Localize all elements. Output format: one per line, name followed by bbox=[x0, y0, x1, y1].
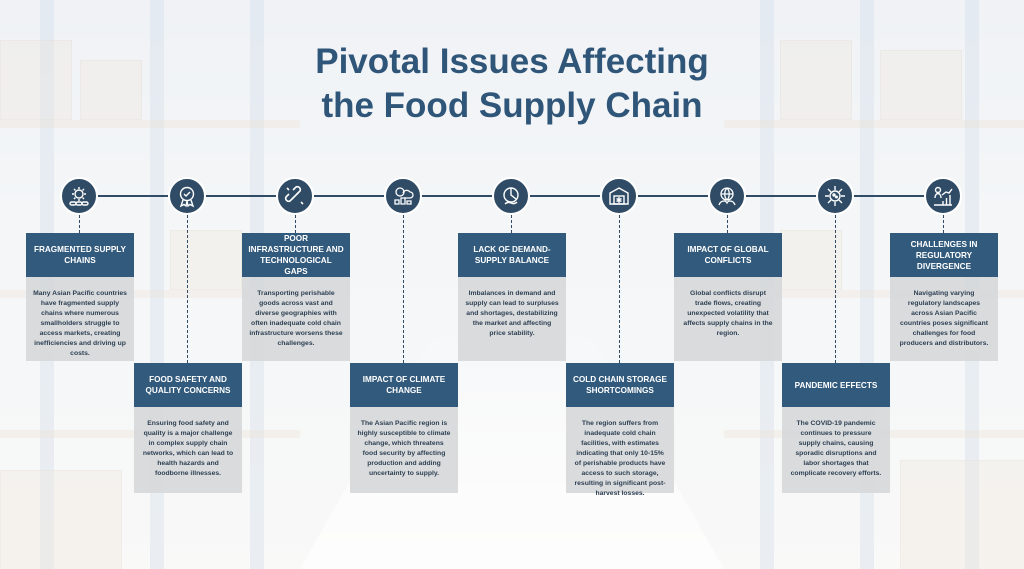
issue-card-8: PANDEMIC EFFECTS The COVID-19 pandemic c… bbox=[782, 363, 890, 493]
card-text: The Asian Pacific region is highly susce… bbox=[350, 407, 458, 493]
regulation-chart-icon bbox=[924, 177, 962, 215]
stem-6 bbox=[619, 215, 620, 363]
card-heading: COLD CHAIN STORAGE SHORTCOMINGS bbox=[566, 363, 674, 407]
card-heading: POOR INFRASTRUCTURE AND TECHNOLOGICAL GA… bbox=[242, 233, 350, 277]
quality-badge-icon bbox=[168, 177, 206, 215]
card-text: Global conflicts disrupt trade flows, cr… bbox=[674, 277, 782, 361]
card-text: Transporting perishable goods across vas… bbox=[242, 277, 350, 361]
issue-card-9: CHALLENGES IN REGULATORY DIVERGENCE Navi… bbox=[890, 233, 998, 361]
issue-card-2: FOOD SAFETY AND QUALITY CONCERNS Ensurin… bbox=[134, 363, 242, 493]
stem-5 bbox=[511, 215, 512, 233]
issue-card-4: IMPACT OF CLIMATE CHANGE The Asian Pacif… bbox=[350, 363, 458, 493]
cold-storage-icon bbox=[600, 177, 638, 215]
stem-1 bbox=[79, 215, 80, 233]
stem-8 bbox=[835, 215, 836, 363]
globe-conflict-icon bbox=[708, 177, 746, 215]
title-line-1: Pivotal Issues Affecting bbox=[315, 42, 709, 81]
stem-9 bbox=[943, 215, 944, 233]
gear-chain-icon bbox=[60, 177, 98, 215]
issue-card-3: POOR INFRASTRUCTURE AND TECHNOLOGICAL GA… bbox=[242, 233, 350, 361]
card-heading: CHALLENGES IN REGULATORY DIVERGENCE bbox=[890, 233, 998, 277]
card-text: Navigating varying regulatory landscapes… bbox=[890, 277, 998, 361]
virus-icon bbox=[816, 177, 854, 215]
card-heading: LACK OF DEMAND-SUPPLY BALANCE bbox=[458, 233, 566, 277]
demand-supply-icon bbox=[492, 177, 530, 215]
issue-card-6: COLD CHAIN STORAGE SHORTCOMINGS The regi… bbox=[566, 363, 674, 497]
card-text: The COVID-19 pandemic continues to press… bbox=[782, 407, 890, 493]
title-line-2: the Food Supply Chain bbox=[321, 86, 703, 125]
page-title: Pivotal Issues Affecting the Food Supply… bbox=[0, 40, 1024, 128]
card-text: Imbalances in demand and supply can lead… bbox=[458, 277, 566, 361]
issue-card-7: IMPACT OF GLOBAL CONFLICTS Global confli… bbox=[674, 233, 782, 361]
stem-3 bbox=[295, 215, 296, 233]
card-text: Ensuring food safety and quality is a ma… bbox=[134, 407, 242, 493]
stem-7 bbox=[727, 215, 728, 233]
stem-4 bbox=[403, 215, 404, 363]
climate-icon bbox=[384, 177, 422, 215]
card-heading: IMPACT OF GLOBAL CONFLICTS bbox=[674, 233, 782, 277]
stem-2 bbox=[187, 215, 188, 363]
card-text: The region suffers from inadequate cold … bbox=[566, 407, 674, 497]
broken-link-icon bbox=[276, 177, 314, 215]
card-heading: PANDEMIC EFFECTS bbox=[782, 363, 890, 407]
card-heading: IMPACT OF CLIMATE CHANGE bbox=[350, 363, 458, 407]
issue-card-5: LACK OF DEMAND-SUPPLY BALANCE Imbalances… bbox=[458, 233, 566, 361]
card-heading: FRAGMENTED SUPPLY CHAINS bbox=[26, 233, 134, 277]
card-heading: FOOD SAFETY AND QUALITY CONCERNS bbox=[134, 363, 242, 407]
issue-card-1: FRAGMENTED SUPPLY CHAINS Many Asian Paci… bbox=[26, 233, 134, 361]
card-text: Many Asian Pacific countries have fragme… bbox=[26, 277, 134, 361]
